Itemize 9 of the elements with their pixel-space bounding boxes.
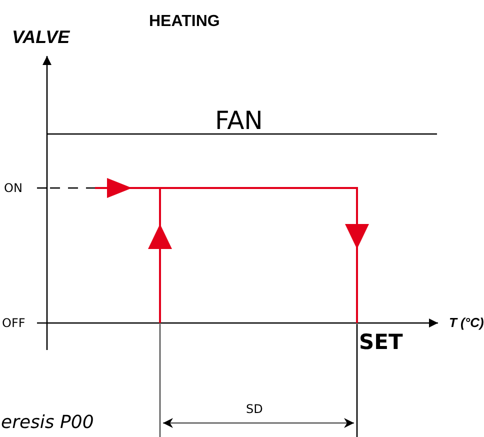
- chart-title: HEATING: [149, 14, 220, 30]
- axis-title: T (°C): [449, 316, 484, 329]
- line-label: FAN: [215, 108, 263, 133]
- dimension-label: SD: [246, 403, 263, 415]
- axis-title: VALVE: [12, 28, 70, 46]
- caption-text: eresis P00: [1, 414, 94, 432]
- level-label: OFF: [2, 317, 26, 329]
- setpoint-label: SET: [359, 332, 403, 353]
- level-label: ON: [4, 182, 22, 194]
